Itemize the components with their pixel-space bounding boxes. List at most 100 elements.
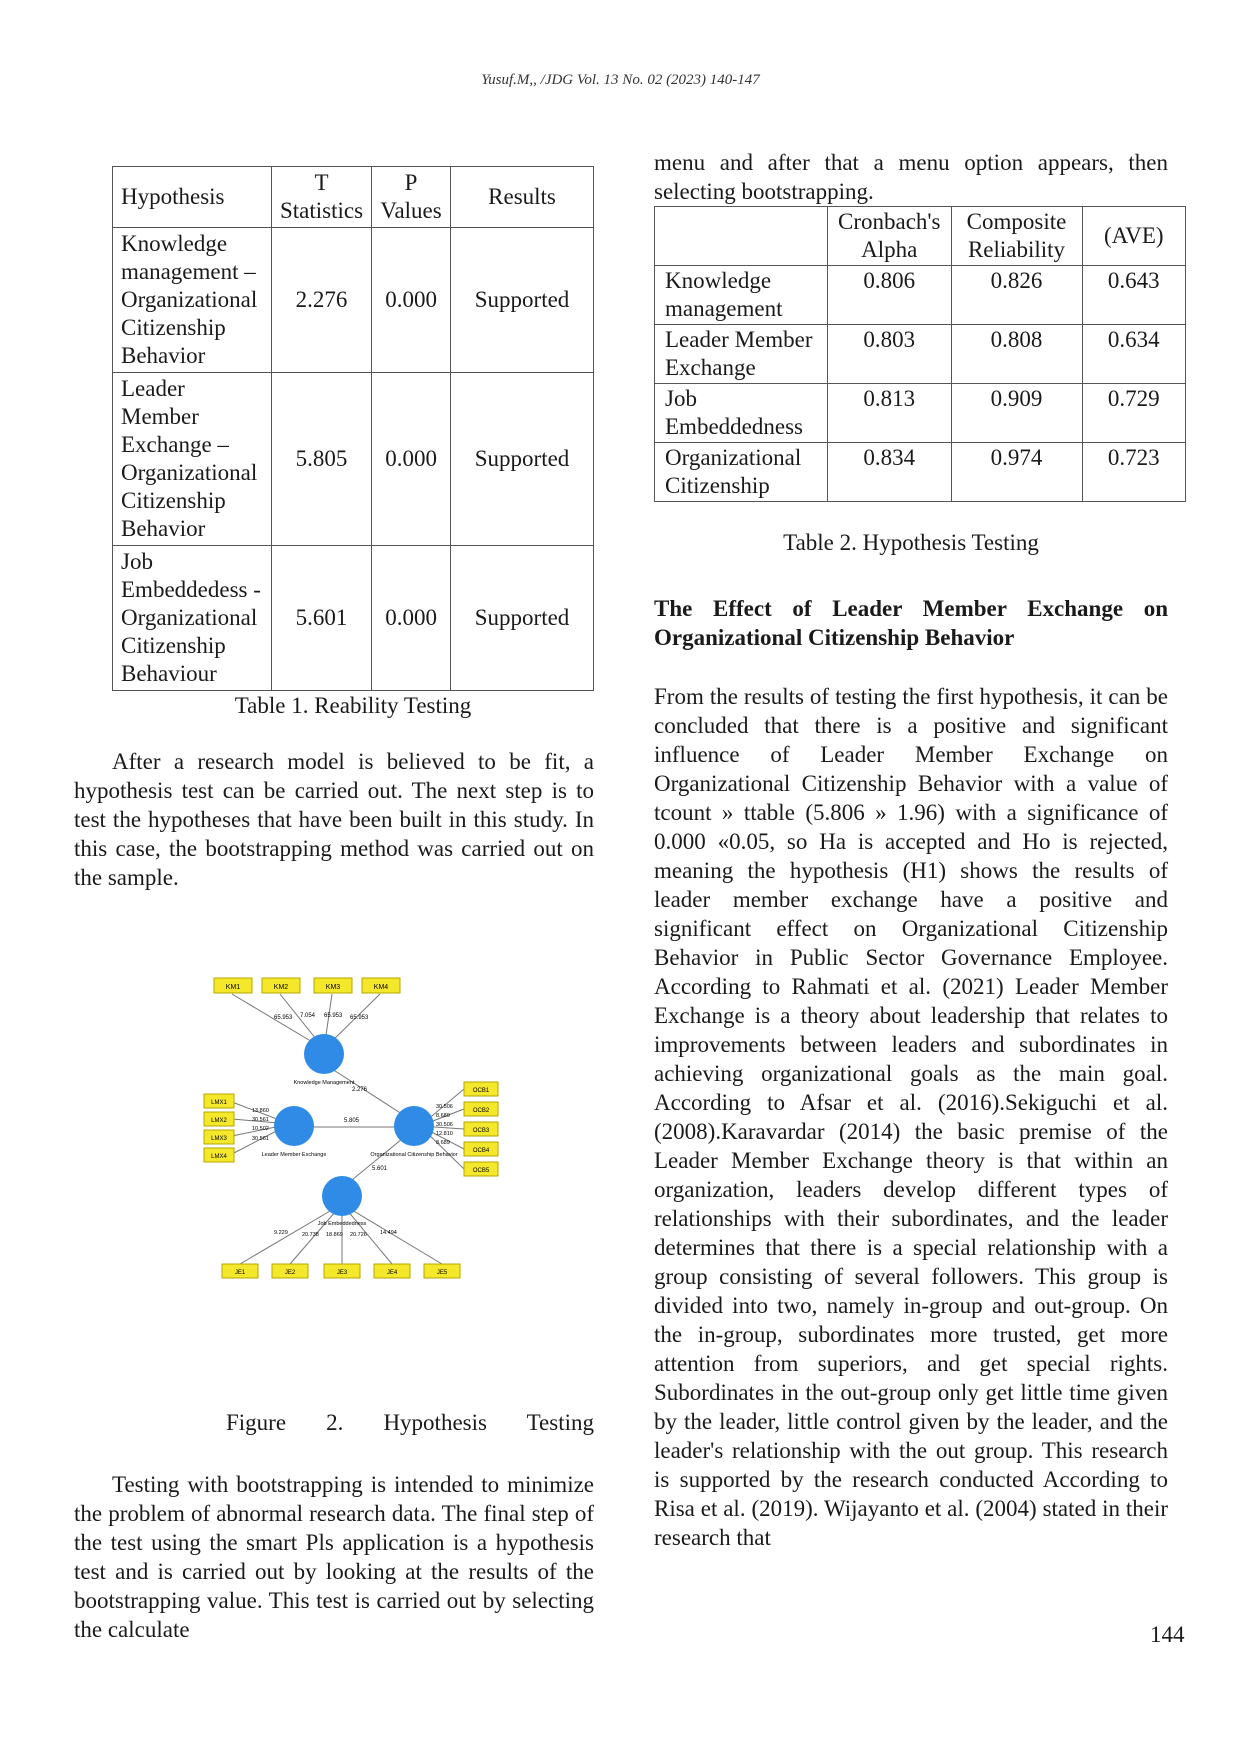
path-coefficient: 5.805: [344, 1118, 360, 1124]
construct-cell: Organizational Citizenship: [654, 442, 828, 502]
running-header: Yusuf.M,, /JDG Vol. 13 No. 02 (2023) 140…: [481, 72, 760, 88]
indicator-label: LMX1: [211, 1100, 227, 1106]
construct-cell: Knowledge management: [654, 265, 828, 325]
p-value-cell: 0.000: [371, 372, 452, 546]
node-label: Organizational Citizenship Behavior: [370, 1152, 457, 1158]
table-2-header: (AVE): [1081, 206, 1187, 266]
left-column: Hypothesis T Statistics P Values Results…: [74, 166, 594, 1644]
table-row: Knowledge management – Organizational Ci…: [112, 227, 594, 373]
cronbach-cell: 0.813: [827, 383, 952, 443]
p-value-cell: 0.000: [371, 545, 452, 691]
hypothesis-cell: Knowledge management – Organizational Ci…: [112, 227, 272, 373]
je-indicators: JE1 JE2 JE3 JE4 JE5 9.229 20.738 18.869 …: [221, 1230, 461, 1279]
loading-label: 65.953: [274, 1015, 293, 1021]
figure-2-caption: Figure 2. Hypothesis Testing: [226, 1410, 594, 1435]
hypothesis-cell: Job Embeddedess - Organizational Citizen…: [112, 545, 272, 691]
ave-cell: 0.729: [1081, 383, 1187, 443]
t-statistic-cell: 5.601: [270, 545, 373, 691]
indicator-label: OCB1: [473, 1088, 490, 1094]
indicator-label: KM1: [226, 984, 241, 991]
table-1-header: Results: [450, 166, 594, 228]
composite-cell: 0.808: [950, 324, 1083, 384]
loading-label: 12.810: [436, 1131, 453, 1137]
table-2-header: Composite Reliability: [950, 206, 1083, 266]
km-node: [304, 1034, 344, 1074]
loading-label: 8.689: [436, 1140, 450, 1146]
km-indicators: KM1 KM2 KM3 KM4 65.953 7.054 65.953 65.9…: [213, 977, 401, 1021]
table-row: Organizational Citizenship 0.834 0.974 0…: [654, 442, 1187, 502]
table-2-header: [654, 206, 828, 266]
loading-label: 8.689: [436, 1113, 450, 1119]
indicator-label: LMX3: [211, 1136, 227, 1142]
path-model-figure: KM1 KM2 KM3 KM4 65.953 7.054 65.953 65.9…: [203, 977, 499, 1279]
path-coefficient: 2.276: [352, 1087, 368, 1093]
paragraph: After a research model is believed to be…: [74, 749, 594, 890]
paragraph: From the results of testing the first hy…: [654, 684, 1168, 1550]
indicator-label: JE4: [387, 1270, 398, 1276]
composite-cell: 0.974: [950, 442, 1083, 502]
section-heading: The Effect of Leader Member Exchange on …: [654, 596, 1168, 650]
composite-cell: 0.909: [950, 383, 1083, 443]
loading-label: 20.726: [350, 1232, 367, 1238]
ave-cell: 0.643: [1081, 265, 1187, 325]
loading-label: 13.860: [252, 1108, 269, 1114]
loading-label: 20.738: [302, 1232, 319, 1238]
table-1-header: P Values: [371, 166, 452, 228]
latent-nodes: Knowledge Management Leader Member Excha…: [262, 1034, 458, 1227]
indicator-label: KM2: [274, 984, 289, 991]
indicator-label: JE5: [437, 1270, 448, 1276]
indicator-label: LMX2: [211, 1118, 227, 1124]
table-2-caption: Table 2. Hypothesis Testing: [783, 530, 1039, 555]
page-number: 144: [1150, 1622, 1185, 1647]
ocb-indicators: OCB1 OCB2 OCB3 OCB4 OCB5 30.506 8.689 30…: [436, 1081, 499, 1177]
result-cell: Supported: [450, 372, 594, 546]
table-1: Hypothesis T Statistics P Values Results…: [112, 166, 594, 691]
indicator-label: KM3: [326, 984, 341, 991]
loading-label: 30.506: [436, 1104, 453, 1110]
table-1-header-row: Hypothesis T Statistics P Values Results: [112, 166, 594, 228]
ocb-node: [394, 1106, 434, 1146]
node-label: Knowledge Management: [294, 1080, 355, 1086]
lmx-indicators: LMX1 LMX2 LMX3 LMX4 13.860 30.561 10.502…: [203, 1093, 269, 1163]
composite-cell: 0.826: [950, 265, 1083, 325]
cronbach-cell: 0.806: [827, 265, 952, 325]
t-statistic-cell: 2.276: [270, 227, 373, 373]
result-cell: Supported: [450, 227, 594, 373]
t-statistic-cell: 5.805: [270, 372, 373, 546]
table-2-header: Cronbach's Alpha: [827, 206, 952, 266]
indicator-label: JE1: [235, 1270, 246, 1276]
je-node: [322, 1176, 362, 1216]
table-row: Job Embeddedess - Organizational Citizen…: [112, 545, 594, 691]
p-value-cell: 0.000: [371, 227, 452, 373]
loading-label: 30.561: [252, 1136, 269, 1142]
loading-label: 30.506: [436, 1122, 453, 1128]
table-row: Knowledge management 0.806 0.826 0.643: [654, 265, 1187, 325]
loading-label: 30.561: [252, 1117, 269, 1123]
right-column: menu and after that a menu option appear…: [654, 148, 1187, 1552]
table-2: Cronbach's Alpha Composite Reliability (…: [654, 206, 1187, 502]
hypothesis-cell: Leader Member Exchange – Organizational …: [112, 372, 272, 546]
lmx-node: [274, 1106, 314, 1146]
path-coefficient: 5.601: [372, 1166, 388, 1172]
indicator-label: OCB5: [473, 1168, 490, 1174]
loading-label: 7.054: [300, 1013, 316, 1019]
loading-label: 14.494: [380, 1230, 397, 1236]
loading-label: 65.953: [324, 1013, 343, 1019]
loading-label: 10.502: [252, 1126, 269, 1132]
indicator-label: OCB2: [473, 1108, 490, 1114]
loading-label: 18.869: [326, 1232, 343, 1238]
construct-cell: Leader Member Exchange: [654, 324, 828, 384]
indicator-label: KM4: [374, 984, 389, 991]
result-cell: Supported: [450, 545, 594, 691]
indicator-label: OCB3: [473, 1128, 490, 1134]
indicator-label: JE2: [285, 1270, 296, 1276]
table-2-header-row: Cronbach's Alpha Composite Reliability (…: [654, 206, 1187, 266]
indicator-label: JE3: [337, 1270, 348, 1276]
path-coefficients: 2.276 5.805 5.601: [344, 1087, 388, 1172]
ave-cell: 0.723: [1081, 442, 1187, 502]
table-1-header: Hypothesis: [112, 166, 272, 228]
cronbach-cell: 0.834: [827, 442, 952, 502]
cronbach-cell: 0.803: [827, 324, 952, 384]
loading-label: 65.953: [350, 1015, 369, 1021]
node-label: Job Embeddedness: [318, 1221, 367, 1227]
